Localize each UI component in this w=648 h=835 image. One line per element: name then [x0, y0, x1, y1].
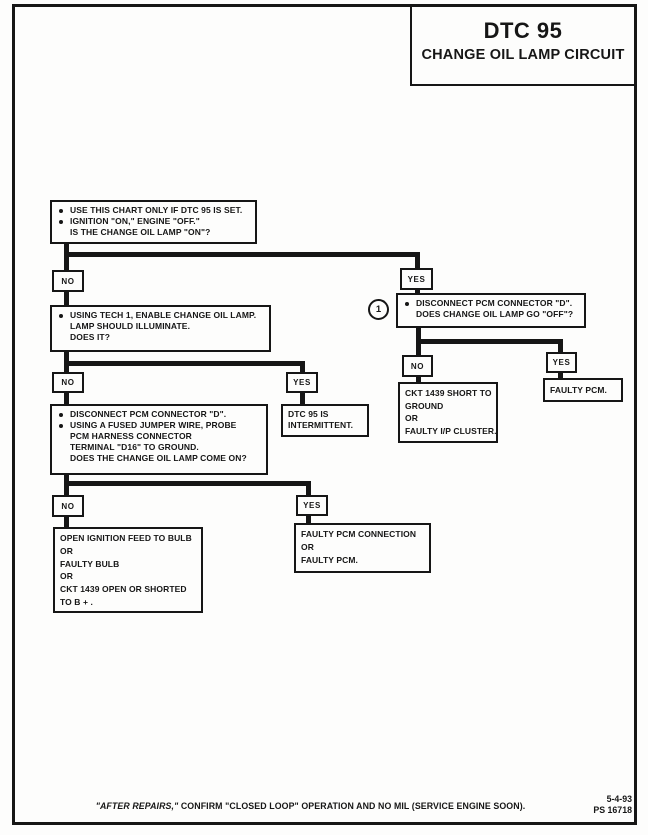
flow-box-start: USE THIS CHART ONLY IF DTC 95 IS SET.IGN…: [50, 200, 257, 244]
no-label: NO: [52, 270, 84, 292]
flow-box-text-line: PCM HARNESS CONNECTOR: [70, 431, 192, 441]
flow-box-text-line: OR: [60, 571, 73, 582]
callout-1-circle: 1: [368, 299, 389, 320]
flow-box-text-line: USING TECH 1, ENABLE CHANGE OIL LAMP.: [70, 310, 257, 320]
flow-box-text-line: OR: [60, 545, 73, 556]
flow-box-text-line: DOES CHANGE OIL LAMP GO "OFF"?: [416, 309, 574, 319]
bullet-dot-icon: [57, 409, 70, 420]
flow-box-text-line: LAMP SHOULD ILLUMINATE.: [70, 321, 191, 331]
flow-box-text-line: USING A FUSED JUMPER WIRE, PROBE: [70, 420, 237, 430]
yes-label: YES: [400, 268, 433, 290]
bullet-dot-icon: [57, 310, 70, 321]
flow-box-text-line: DISCONNECT PCM CONNECTOR "D".: [416, 298, 573, 308]
flow-box-text-line: DOES IT?: [70, 332, 110, 342]
page-border: [12, 4, 637, 825]
flow-box-text-line: OR: [301, 542, 314, 552]
connector-line: [415, 252, 420, 270]
footer-doc-number: PS 16718: [593, 805, 632, 815]
flow-box-text-line: DTC 95 IS: [288, 409, 329, 419]
connector-line: [64, 515, 69, 529]
bullet-dot-icon: [57, 420, 70, 431]
bullet-dot-icon: [403, 298, 416, 309]
flow-box-tech1-check: USING TECH 1, ENABLE CHANGE OIL LAMP.LAM…: [50, 305, 271, 352]
flow-box-text-line: IGNITION "ON," ENGINE "OFF.": [70, 216, 200, 226]
flow-box-text-line: TO B + .: [60, 596, 93, 607]
bullet-dot-icon: [57, 216, 70, 227]
flow-box-faulty-pcm: FAULTY PCM.: [543, 378, 623, 402]
bullet-spacer: [57, 332, 70, 343]
bullet-spacer: [403, 309, 416, 320]
flow-box-text-line: FAULTY I/P CLUSTER.: [405, 425, 497, 436]
connector-line: [416, 376, 421, 384]
footer-reference: 5-4-93 PS 16718: [570, 794, 632, 816]
connector-line: [64, 361, 305, 366]
yes-label: YES: [296, 495, 328, 516]
flow-box-text-line: OPEN IGNITION FEED TO BULB: [60, 533, 192, 543]
no-label: NO: [52, 372, 84, 393]
connector-line: [64, 481, 311, 486]
bullet-spacer: [57, 431, 70, 442]
flow-box-text-line: FAULTY PCM.: [301, 555, 358, 565]
connector-line: [415, 289, 420, 295]
flow-box-text-line: DOES THE CHANGE OIL LAMP COME ON?: [70, 453, 247, 463]
bullet-spacer: [57, 453, 70, 464]
footer-note: "AFTER REPAIRS," CONFIRM "CLOSED LOOP" O…: [13, 801, 608, 811]
title-box: DTC 95 CHANGE OIL LAMP CIRCUIT: [410, 7, 634, 86]
circuit-title: CHANGE OIL LAMP CIRCUIT: [421, 47, 625, 63]
connector-line: [64, 242, 69, 272]
footer-note-rest: CONFIRM "CLOSED LOOP" OPERATION AND NO M…: [178, 801, 526, 811]
flow-box-open-feed: OPEN IGNITION FEED TO BULB OR FAULTY BULB O…: [53, 527, 203, 613]
flow-box-text-line: DISCONNECT PCM CONNECTOR "D".: [70, 409, 227, 419]
footer-date: 5-4-93: [606, 794, 632, 804]
flow-box-text-line: CKT 1439 SHORT TO: [405, 388, 492, 398]
flow-box-text-line: IS THE CHANGE OIL LAMP "ON"?: [70, 227, 211, 237]
flow-box-text-line: TERMINAL "D16" TO GROUND.: [70, 442, 199, 452]
connector-line: [300, 361, 305, 375]
bullet-spacer: [57, 227, 70, 238]
connector-line: [64, 392, 69, 407]
connector-line: [64, 252, 420, 257]
connector-line: [558, 371, 563, 380]
flow-box-text-line: CKT 1439 OPEN OR SHORTED: [60, 584, 187, 595]
flow-box-text-line: FAULTY BULB: [60, 558, 120, 569]
flow-box-disconnect-pcm: DISCONNECT PCM CONNECTOR "D".DOES CHANGE…: [396, 293, 586, 328]
yes-label: YES: [546, 352, 577, 373]
connector-line: [558, 339, 563, 354]
flow-box-text-line: FAULTY PCM.: [550, 385, 607, 395]
flow-box-text-line: USE THIS CHART ONLY IF DTC 95 IS SET.: [70, 205, 243, 215]
footer-note-italic: "AFTER REPAIRS,": [95, 801, 179, 811]
flow-box-text-line: OR: [405, 413, 418, 423]
flow-box-faulty-pcm-connection: FAULTY PCM CONNECTION OR FAULTY PCM.: [294, 523, 431, 573]
flow-box-text-line: INTERMITTENT.: [288, 420, 354, 430]
connector-line: [306, 481, 311, 497]
bullet-spacer: [57, 442, 70, 453]
connector-line: [300, 392, 305, 407]
flow-box-ckt1439-short: CKT 1439 SHORT TO GROUND OR FAULTY I/P CLUS…: [398, 382, 498, 443]
flow-box-jumper-probe: DISCONNECT PCM CONNECTOR "D".USING A FUS…: [50, 404, 268, 475]
bullet-spacer: [57, 321, 70, 332]
bullet-dot-icon: [57, 205, 70, 216]
dtc-title: DTC 95: [483, 18, 563, 43]
connector-line: [416, 339, 563, 344]
connector-line: [306, 514, 311, 525]
connector-line: [64, 291, 69, 307]
no-label: NO: [402, 355, 433, 377]
flow-box-text-line: FAULTY PCM CONNECTION: [301, 529, 417, 539]
flow-box-text-line: GROUND: [405, 400, 444, 411]
yes-label: YES: [286, 372, 318, 393]
no-label: NO: [52, 495, 84, 517]
